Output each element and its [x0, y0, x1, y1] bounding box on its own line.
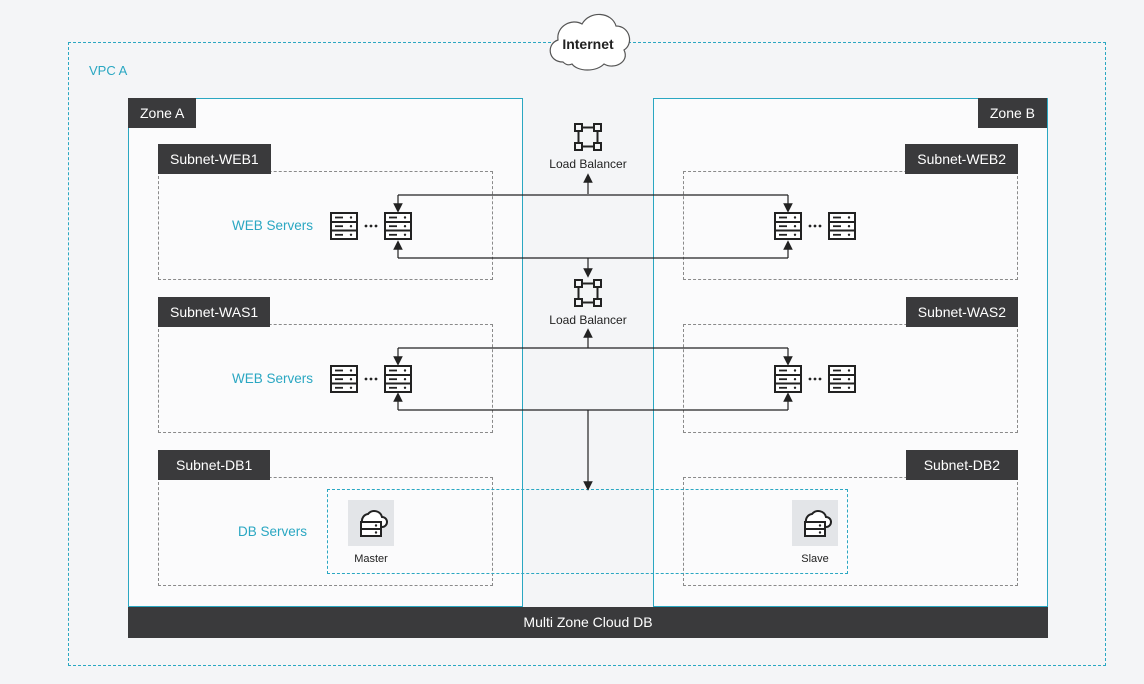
subnet-was1-box — [158, 324, 493, 433]
subnet-web1-label: Subnet-WEB1 — [158, 144, 271, 174]
was-server-b1-icon — [774, 365, 802, 393]
internet-label: Internet — [562, 36, 614, 52]
was-server-a2-icon — [384, 365, 412, 393]
cloud-db-bar: Multi Zone Cloud DB — [128, 607, 1048, 638]
was-server-a1-icon — [330, 365, 358, 393]
zone-b-label: Zone B — [977, 98, 1047, 128]
slave-label: Slave — [801, 553, 829, 565]
ellipsis-icons — [364, 224, 822, 381]
subnet-web2-box — [683, 171, 1018, 280]
subnet-db2-box — [683, 477, 1018, 586]
load-balancer-2-icon — [574, 279, 602, 307]
slave-db-icon — [791, 499, 839, 547]
was-server-b2-icon — [828, 365, 856, 393]
subnet-was2-box — [683, 324, 1018, 433]
subnet-was1-label: Subnet-WAS1 — [158, 297, 271, 327]
vpc-label: VPC A — [89, 63, 128, 78]
web-server-a2-icon — [384, 212, 412, 240]
load-balancer-2-label: Load Balancer — [549, 313, 627, 327]
was-tier-connectors — [393, 328, 793, 491]
web-tier-connectors — [393, 173, 793, 278]
zone-a — [128, 98, 523, 607]
master-label: Master — [354, 553, 388, 565]
load-balancer-1-icon — [574, 123, 602, 151]
subnet-web2-label: Subnet-WEB2 — [905, 144, 1018, 174]
zone-b — [653, 98, 1048, 607]
web-server-a1-icon — [330, 212, 358, 240]
subnet-web1-box — [158, 171, 493, 280]
was-servers-label: WEB Servers — [232, 371, 314, 386]
db-servers-label: DB Servers — [238, 524, 308, 539]
web-server-b2-icon — [828, 212, 856, 240]
web-server-b1-icon — [774, 212, 802, 240]
subnet-db1-label: Subnet-DB1 — [158, 450, 271, 480]
zone-a-label: Zone A — [128, 98, 197, 128]
subnet-was2-label: Subnet-WAS2 — [905, 297, 1018, 327]
subnet-db2-label: Subnet-DB2 — [905, 450, 1018, 480]
internet-cloud-icon — [549, 13, 631, 71]
subnet-db1-box — [158, 477, 493, 586]
load-balancer-1-label: Load Balancer — [549, 157, 627, 171]
master-db-icon — [347, 499, 395, 547]
web-servers-label: WEB Servers — [232, 218, 314, 233]
